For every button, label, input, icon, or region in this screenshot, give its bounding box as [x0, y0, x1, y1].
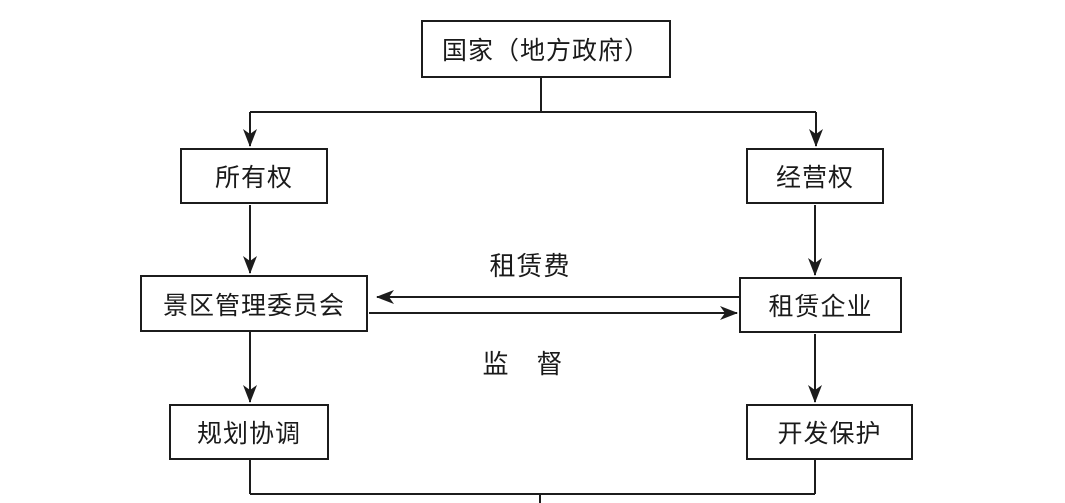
node-operation-right-label: 经营权 [775, 165, 854, 192]
node-ownership: 所有权 [180, 148, 328, 204]
edge-label-supervision: 监 督 [482, 350, 564, 379]
node-committee-label: 景区管理委员会 [162, 292, 345, 320]
node-lease-enterprise: 租赁企业 [739, 277, 902, 333]
node-planning-coordination: 规划协调 [169, 404, 329, 460]
node-operation-right: 经营权 [746, 148, 884, 204]
edge-label-lease-fee: 租赁费 [489, 252, 571, 281]
node-government: 国家（地方政府） [421, 20, 671, 78]
node-development-protection: 开发保护 [746, 404, 913, 460]
node-government-label: 国家（地方政府） [441, 38, 650, 65]
node-development-label: 开发保护 [777, 421, 882, 448]
node-committee: 景区管理委员会 [140, 275, 368, 332]
node-lease-enterprise-label: 租赁企业 [768, 294, 873, 321]
node-ownership-label: 所有权 [214, 165, 293, 192]
node-planning-label: 规划协调 [196, 421, 301, 448]
